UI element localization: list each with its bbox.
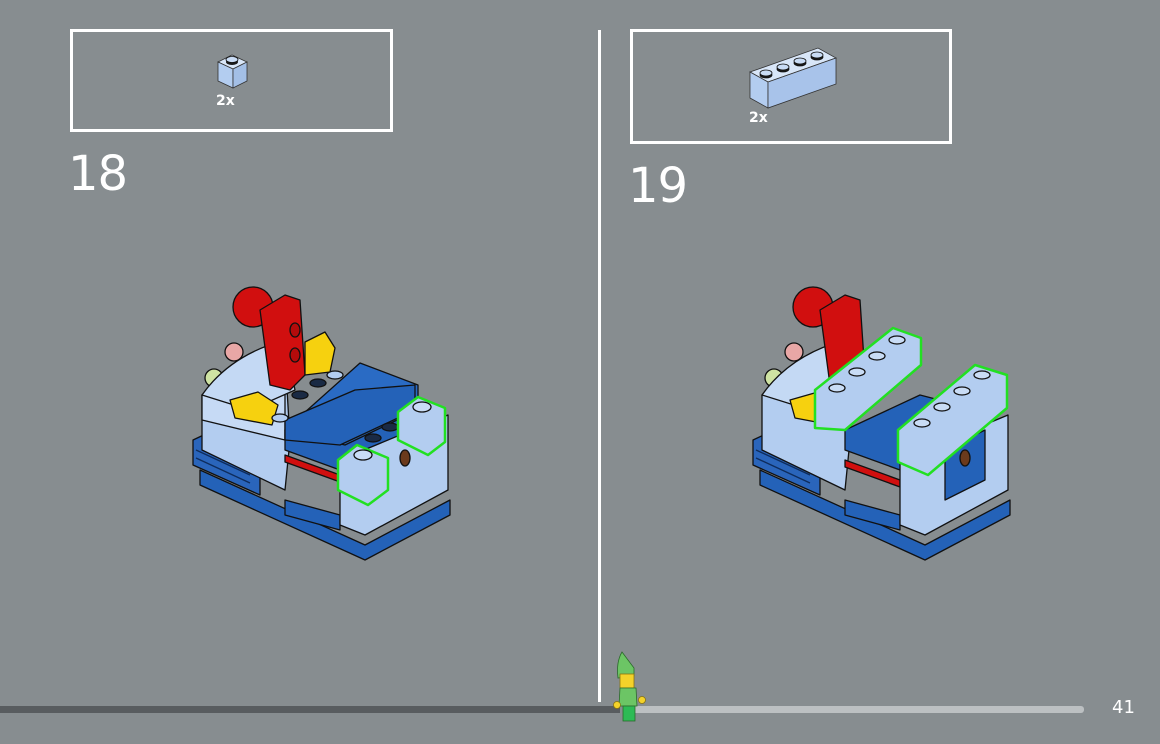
page-number: 41 bbox=[1112, 697, 1135, 718]
step-number: 19 bbox=[628, 158, 688, 214]
part-quantity: 2x bbox=[749, 110, 768, 126]
model-illustration-step-19 bbox=[752, 286, 1011, 561]
elf-mascot-icon bbox=[613, 651, 646, 722]
progress-bar-completed bbox=[0, 706, 620, 713]
part-quantity: 2x bbox=[216, 93, 235, 109]
step-number: 18 bbox=[68, 146, 128, 202]
model-illustration-step-18 bbox=[192, 286, 451, 561]
step-divider bbox=[598, 30, 601, 702]
parts-callout-step-19 bbox=[630, 29, 952, 144]
parts-callout-step-18 bbox=[70, 29, 393, 132]
brick-1x4-icon bbox=[749, 47, 837, 109]
brick-1x1-icon bbox=[217, 54, 248, 89]
progress-bar-remaining bbox=[626, 706, 1084, 713]
